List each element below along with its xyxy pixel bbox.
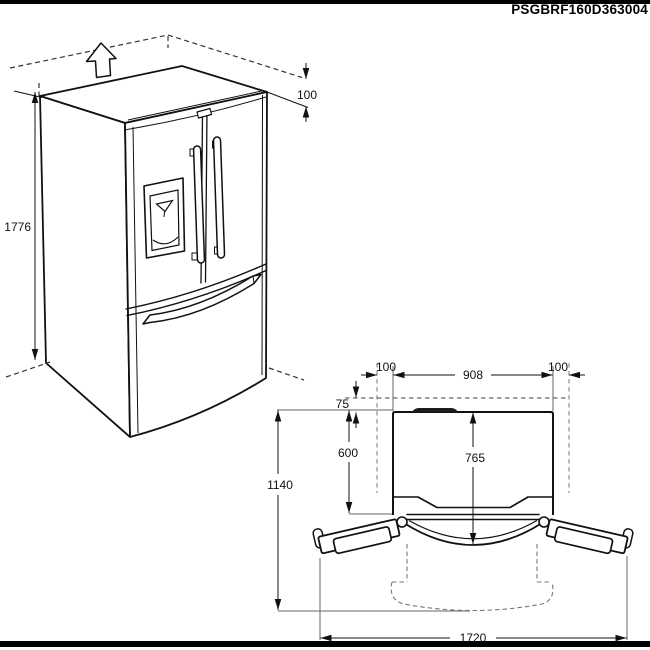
cabinet-width-dim-label: 908: [463, 368, 483, 382]
top-clearance-dashed-outline: [9, 34, 303, 96]
top-clearance-dimension: 100: [266, 63, 317, 122]
floor-line-right: [268, 367, 305, 381]
freezer-drawer-extended-dashed: [390, 544, 554, 612]
top-clearance-dim-label: 100: [297, 88, 317, 102]
rear-clearance-dim-label: 75: [336, 397, 350, 411]
drawing-code: PSGBRF160D363004: [511, 2, 648, 17]
front-height-dimension: 1776: [4, 90, 43, 360]
bottom-border-rule: [0, 641, 650, 647]
right-door-handle: [212, 136, 226, 259]
closed-door-arc-outer: [403, 522, 543, 546]
water-dispenser: [143, 177, 186, 259]
fridge-body-3d: [39, 65, 268, 438]
depth-with-doors-dim-label: 765: [465, 451, 485, 465]
right-hinge: [538, 516, 550, 528]
right-door-bin: [553, 526, 614, 555]
depth-doors-open-dim-label: 1140: [267, 478, 293, 492]
depth-with-doors-dimension: 765: [465, 412, 485, 545]
up-arrow-icon: [85, 42, 117, 79]
right-clearance-dimension: 100: [548, 360, 585, 379]
right-clearance-dim-label: 100: [548, 360, 568, 374]
left-door-handle: [192, 145, 206, 264]
cabinet-width-dimension: 908: [393, 368, 553, 382]
left-door-open: [312, 518, 401, 555]
rear-clearance-dimension: 75: [336, 381, 360, 428]
left-clearance-dimension: 100: [361, 360, 396, 379]
extension-lines: [277, 366, 628, 640]
hinge-cover-bump: [412, 408, 458, 412]
cabinet-depth-dimension: 600: [338, 410, 358, 513]
fridge-top-view: 100 908 100 75 600: [267, 360, 634, 645]
left-hinge: [396, 516, 408, 528]
freezer-drawer-handle: [142, 273, 262, 325]
floor-line-left: [5, 361, 51, 378]
depth-doors-open-dimension: 1140: [267, 410, 293, 611]
left-clearance-dim-label: 100: [376, 360, 396, 374]
fridge-front-face: [124, 91, 268, 438]
fridge-front-3d-view: 1776 100: [4, 34, 317, 438]
left-door-bin: [332, 526, 393, 555]
door-handles: [189, 136, 226, 264]
cabinet-top-view-outline: [392, 408, 554, 546]
fridge-left-side-face: [39, 95, 131, 438]
right-door-open: [545, 518, 634, 555]
front-height-dim-label: 1776: [4, 220, 31, 234]
top-border-rule: [0, 0, 650, 4]
cabinet-depth-dim-label: 600: [338, 446, 358, 460]
